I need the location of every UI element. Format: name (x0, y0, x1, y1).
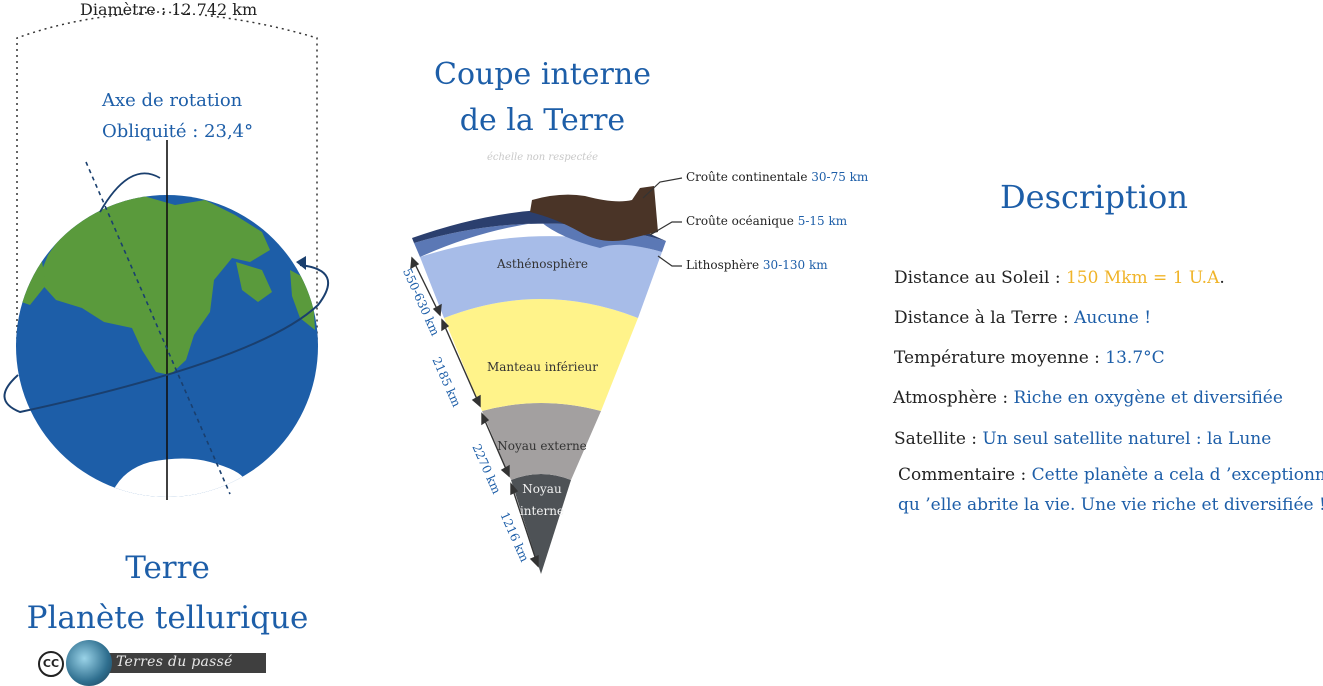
label-asthenosphere: Asthénosphère (497, 257, 588, 271)
callout-line-oceanic (649, 221, 682, 236)
row-distance-earth-value: Aucune ! (1074, 308, 1152, 328)
madagascar-land (183, 308, 196, 334)
row-satellite-value: Un seul satellite naturel : la Lune (982, 429, 1272, 449)
planet-type: Planète tellurique (26, 600, 309, 636)
layer-outer-core (482, 403, 601, 480)
planet-name: Terre (125, 550, 210, 586)
logo-globe-icon (66, 640, 112, 686)
planet-title: Terre Planète tellurique (0, 543, 335, 643)
callout-oceanic-value: 5-15 km (797, 214, 848, 228)
orbit-arrowhead (296, 256, 306, 270)
row-atmosphere: Atmosphère : Riche en oxygène et diversi… (893, 388, 1283, 408)
row-satellite: Satellite : Un seul satellite naturel : … (894, 429, 1271, 449)
logo-bar: Terres du passé (104, 653, 266, 673)
layer-inner-core (511, 474, 571, 574)
row-distance-sun-label: Distance au Soleil : (894, 268, 1066, 288)
earth-illustration (3, 11, 329, 500)
callout-continental-value: 30-75 km (811, 170, 869, 184)
antarctica-ice (110, 458, 245, 497)
depth-arrows (410, 256, 539, 568)
row-temperature-label: Température moyenne : (894, 348, 1106, 368)
callout-line-continental (642, 177, 683, 199)
label-inner-core: Noyau interne (502, 478, 582, 522)
row-comment-value-line2: qu ’elle abrite la vie. Une vie riche et… (898, 495, 1323, 515)
row-distance-sun-value: 150 Mkm = 1 U.A (1065, 268, 1220, 288)
axis-title: Axe de rotation (102, 90, 243, 111)
row-comment-label: Commentaire : (898, 465, 1032, 485)
section-title-line2: de la Terre (459, 103, 626, 138)
row-comment: Commentaire : Cette planète a cela d ’ex… (898, 460, 1323, 520)
layer-continental-crust (530, 186, 658, 241)
arabia-land (236, 262, 272, 302)
africa-europe-land (38, 195, 270, 375)
callout-lithosphere: Lithosphère 30-130 km (686, 258, 828, 272)
callout-lithosphere-value: 30-130 km (762, 258, 828, 272)
creative-commons-icon: CC (38, 651, 64, 677)
callout-line-lithosphere (657, 255, 682, 267)
callout-oceanic: Croûte océanique 5-15 km (686, 214, 847, 228)
row-distance-sun-suffix: . (1219, 268, 1225, 288)
axis-caption: Axe de rotation Obliquité : 23,4° (102, 85, 253, 147)
row-temperature-value: 13.7°C (1105, 348, 1165, 368)
callout-oceanic-label: Croûte océanique (686, 214, 794, 228)
label-inner-core-line1: Noyau (522, 482, 562, 496)
label-lower-mantle: Manteau inférieur (486, 360, 599, 374)
description-title: Description (1000, 178, 1188, 216)
orbit-ellipse (3, 264, 329, 414)
diameter-label: Diamètre : 12 742 km (80, 0, 258, 19)
logo-text: Terres du passé (116, 654, 233, 670)
row-temperature: Température moyenne : 13.7°C (894, 348, 1165, 368)
callout-lithosphere-label: Lithosphère (686, 258, 760, 272)
row-atmosphere-value: Riche en oxygène et diversifiée (1013, 388, 1283, 408)
layer-lower-mantle (444, 299, 638, 411)
scale-note: échelle non respectée (486, 152, 599, 163)
obliquity-value: Obliquité : 23,4° (102, 121, 254, 142)
row-distance-earth-label: Distance à la Terre : (894, 308, 1075, 328)
label-outer-core: Noyau externe (497, 439, 587, 453)
row-satellite-label: Satellite : (894, 429, 983, 449)
callout-continental: Croûte continentale 30-75 km (686, 170, 868, 184)
section-title-line1: Coupe interne (434, 57, 651, 92)
rotation-arrow (99, 172, 161, 213)
row-distance-sun: Distance au Soleil : 150 Mkm = 1 U.A. (894, 268, 1225, 288)
label-inner-core-line2: interne (519, 504, 565, 518)
row-distance-earth: Distance à la Terre : Aucune ! (894, 308, 1151, 328)
row-atmosphere-label: Atmosphère : (893, 388, 1014, 408)
callout-continental-label: Croûte continentale (686, 170, 808, 184)
section-title: Coupe interne de la Terre (410, 52, 675, 144)
row-comment-value: Cette planète a cela d ’exceptionnel (1031, 465, 1323, 485)
diameter-bracket (16, 11, 318, 345)
layer-asthenosphere (420, 236, 662, 318)
